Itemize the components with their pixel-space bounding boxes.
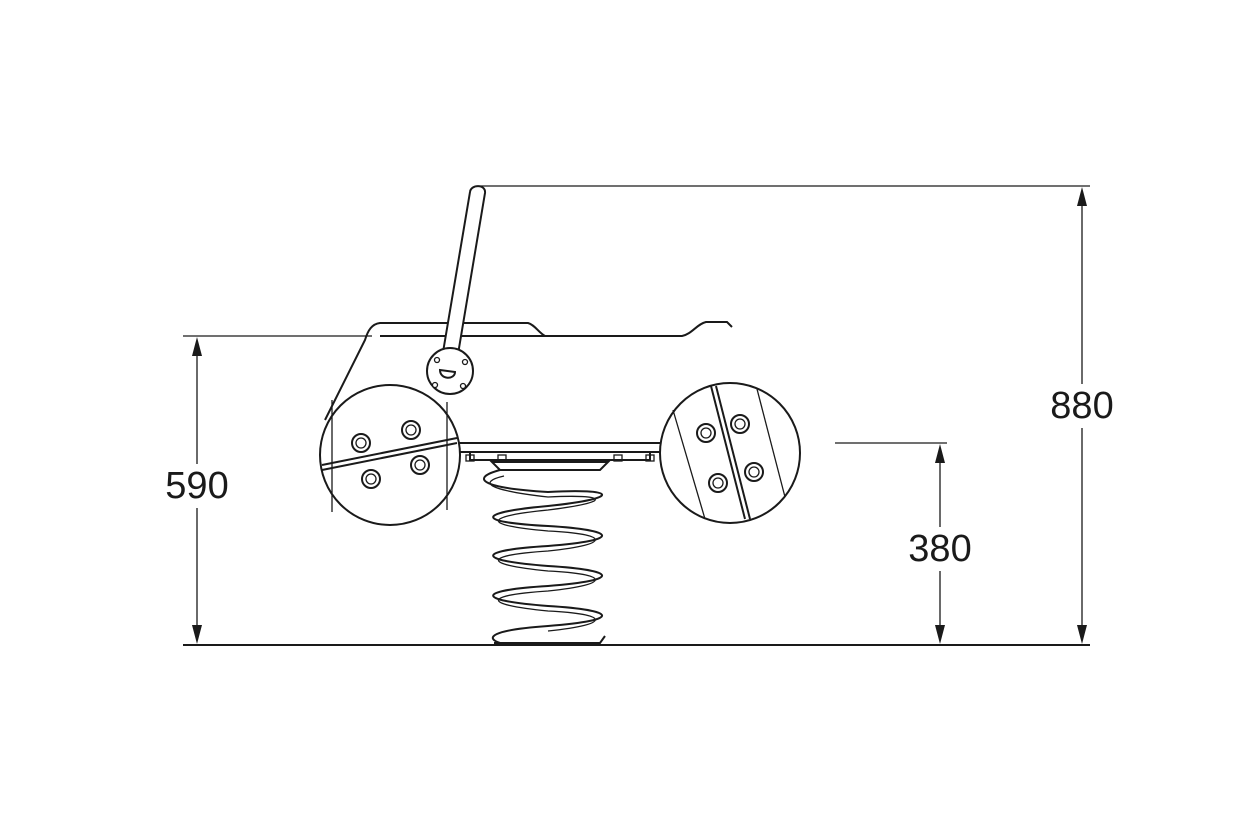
arrowhead-880-bottom xyxy=(1077,625,1087,644)
arrowhead-880-top xyxy=(1077,187,1087,206)
arrowhead-590-top xyxy=(192,337,202,356)
arrowhead-380-bottom xyxy=(935,625,945,644)
front-wheel-bolts xyxy=(351,420,430,489)
dimension-label-380: 380 xyxy=(908,528,971,570)
arrowhead-380-top xyxy=(935,444,945,463)
dimension-880: 880 xyxy=(480,185,1120,644)
dimension-380: 380 xyxy=(835,442,978,644)
arrowhead-590-bottom xyxy=(192,625,202,644)
front-wheel xyxy=(319,384,461,526)
rear-wheel xyxy=(659,382,801,524)
footrest-bar xyxy=(455,442,663,453)
spring-coil xyxy=(483,469,606,644)
dimension-label-590: 590 xyxy=(165,465,228,507)
dimension-label-880: 880 xyxy=(1050,385,1113,427)
dimension-590: 590 xyxy=(160,335,372,644)
rider-body xyxy=(324,321,733,421)
spring-mount-plate xyxy=(465,451,655,471)
rear-wheel-bolts xyxy=(696,414,764,493)
handle-bar xyxy=(426,185,486,395)
